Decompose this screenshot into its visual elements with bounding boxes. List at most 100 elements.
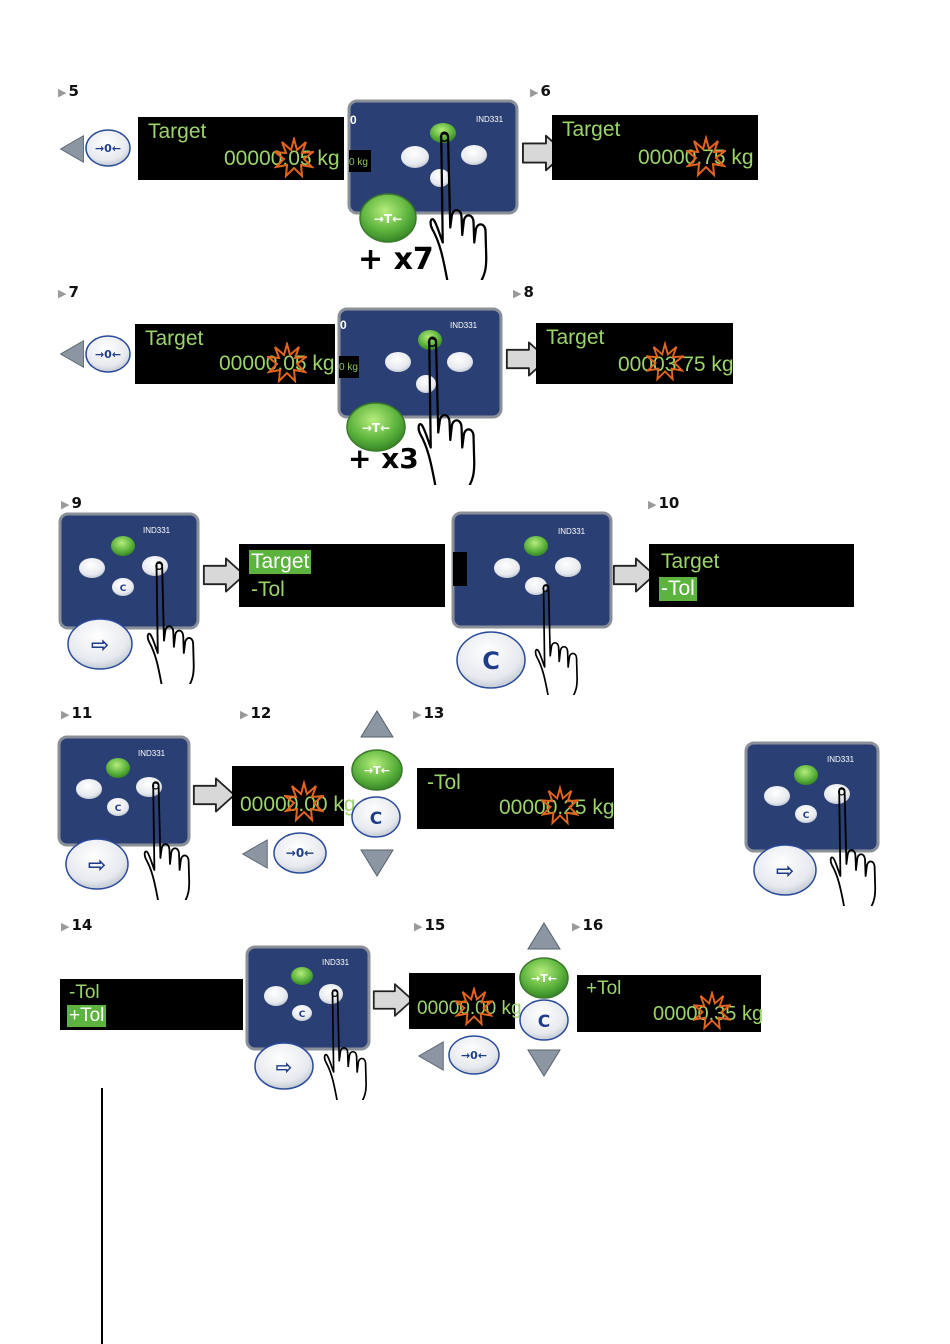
step-number-16: ▶16 xyxy=(572,916,604,934)
display-line-2-selected: -Tol xyxy=(659,577,697,601)
display-line-1-selected: Target xyxy=(249,550,312,574)
svg-text:⇨: ⇨ xyxy=(276,1055,293,1079)
display-step-9: Target -Tol xyxy=(239,544,445,607)
svg-text:C: C xyxy=(482,647,500,675)
margin-rule xyxy=(101,1088,103,1344)
svg-text:C: C xyxy=(370,809,382,829)
step-number-6: ▶6 xyxy=(530,82,551,100)
left-arrow-icon xyxy=(418,1041,444,1071)
enter-key-large[interactable]: ⇨ xyxy=(64,836,130,892)
step-number-15: ▶15 xyxy=(414,916,446,934)
clear-key[interactable]: C xyxy=(350,795,402,839)
pressing-hand-icon xyxy=(829,786,877,906)
svg-text:C: C xyxy=(115,804,122,814)
zero-key[interactable]: →0← xyxy=(272,830,328,876)
display-fragment: 0 xyxy=(340,318,347,332)
display-step-5: Target 00000.05 kg xyxy=(138,117,344,180)
enter-key-large[interactable]: ⇨ xyxy=(752,842,818,898)
step-number-14: ▶14 xyxy=(61,916,93,934)
svg-text:C: C xyxy=(803,811,810,821)
display-step-14: -Tol +Tol xyxy=(60,979,243,1030)
display-line-1: -Tol xyxy=(427,771,461,794)
step-number-10: ▶10 xyxy=(648,494,680,512)
display-line-2-selected: +Tol xyxy=(67,1005,107,1027)
display-step-7: Target 00000.05 kg xyxy=(135,324,335,384)
left-arrow-icon xyxy=(60,340,84,368)
svg-text:→T←: →T← xyxy=(364,764,390,777)
display-fragment: 0 kg xyxy=(339,362,358,373)
display-fragment: 0 kg xyxy=(349,157,368,168)
tare-key-large[interactable]: →T← xyxy=(345,400,407,454)
blink-burst-icon xyxy=(455,987,493,1026)
up-arrow-icon xyxy=(527,922,561,950)
svg-text:C: C xyxy=(120,584,127,594)
display-step-13: -Tol 00000.25 kg xyxy=(417,768,615,829)
tare-key[interactable]: →T← xyxy=(518,956,570,1000)
svg-text:C: C xyxy=(538,1012,550,1032)
pressing-hand-icon xyxy=(429,131,488,280)
repeat-x3-label: + x3 xyxy=(348,442,419,475)
repeat-x7-label: + x7 xyxy=(358,242,434,277)
pressing-hand-icon xyxy=(534,583,579,695)
blink-burst-icon xyxy=(274,137,314,178)
svg-text:IND331: IND331 xyxy=(827,755,855,764)
display-step-16: +Tol 00000.35 kg xyxy=(577,975,763,1032)
svg-text:→0←: →0← xyxy=(95,142,121,155)
display-line-1: Target xyxy=(145,327,204,350)
blink-burst-icon xyxy=(646,342,684,381)
step-number-9: ▶9 xyxy=(61,494,82,512)
blink-burst-icon xyxy=(541,786,579,825)
display-line-1: -Tol xyxy=(69,982,100,1003)
terminal-keypad: IND331 xyxy=(451,511,613,629)
svg-text:⇨: ⇨ xyxy=(91,633,109,658)
enter-key-large[interactable]: ⇨ xyxy=(253,1040,315,1092)
svg-text:→0←: →0← xyxy=(461,1049,487,1062)
svg-text:IND331: IND331 xyxy=(322,958,350,967)
enter-key-large[interactable]: ⇨ xyxy=(66,616,134,672)
svg-text:IND331: IND331 xyxy=(143,526,171,535)
zero-key[interactable]: →0← xyxy=(447,1033,501,1077)
svg-text:→T←: →T← xyxy=(362,421,390,435)
display-line-1: Target xyxy=(148,120,207,143)
display-line-2: 00000.25 kg xyxy=(499,796,615,819)
terminal-keypad: IND331 xyxy=(337,307,503,419)
step-number-11: ▶11 xyxy=(61,704,93,722)
display-step-15: 00000.00 kg xyxy=(409,973,522,1029)
svg-text:C: C xyxy=(299,1010,306,1020)
svg-text:→T←: →T← xyxy=(374,212,402,226)
left-arrow-icon xyxy=(60,135,84,163)
step-number-8: ▶8 xyxy=(513,283,534,301)
svg-text:→0←: →0← xyxy=(286,846,314,860)
clear-key[interactable]: C xyxy=(518,998,570,1042)
step-number-5: ▶5 xyxy=(58,82,79,100)
zero-key[interactable]: →0← xyxy=(84,127,132,169)
step-number-7: ▶7 xyxy=(58,283,79,301)
left-arrow-icon xyxy=(242,839,268,869)
svg-text:⇨: ⇨ xyxy=(88,853,106,878)
display-line-2: 00000.00 kg xyxy=(240,793,356,816)
clear-key-large[interactable]: C xyxy=(455,628,527,692)
svg-text:→0←: →0← xyxy=(95,348,121,361)
blink-burst-icon xyxy=(693,991,731,1030)
zero-key[interactable]: →0← xyxy=(84,333,132,375)
display-line-1: Target xyxy=(546,326,605,349)
tare-key-large[interactable]: →T← xyxy=(358,190,418,246)
svg-text:IND331: IND331 xyxy=(558,527,586,536)
svg-text:IND331: IND331 xyxy=(450,321,478,330)
down-arrow-icon xyxy=(527,1049,561,1077)
display-line-1: Target xyxy=(661,550,720,573)
blink-burst-icon xyxy=(284,781,324,822)
up-arrow-icon xyxy=(360,710,394,738)
terminal-keypad: IND331 xyxy=(347,99,519,215)
display-fragment: 0 xyxy=(350,113,357,127)
svg-text:⇨: ⇨ xyxy=(776,859,794,884)
display-step-12: 00000.00 kg xyxy=(232,766,356,826)
tare-key[interactable]: →T← xyxy=(350,748,404,792)
svg-text:IND331: IND331 xyxy=(138,749,166,758)
display-line-2: 00000.00 kg xyxy=(417,998,522,1019)
svg-text:IND331: IND331 xyxy=(476,115,504,124)
svg-text:→T←: →T← xyxy=(531,972,557,985)
display-step-10: Target -Tol xyxy=(649,544,854,607)
display-step-6: Target 00000.75 kg xyxy=(552,115,758,180)
down-arrow-icon xyxy=(360,849,394,877)
